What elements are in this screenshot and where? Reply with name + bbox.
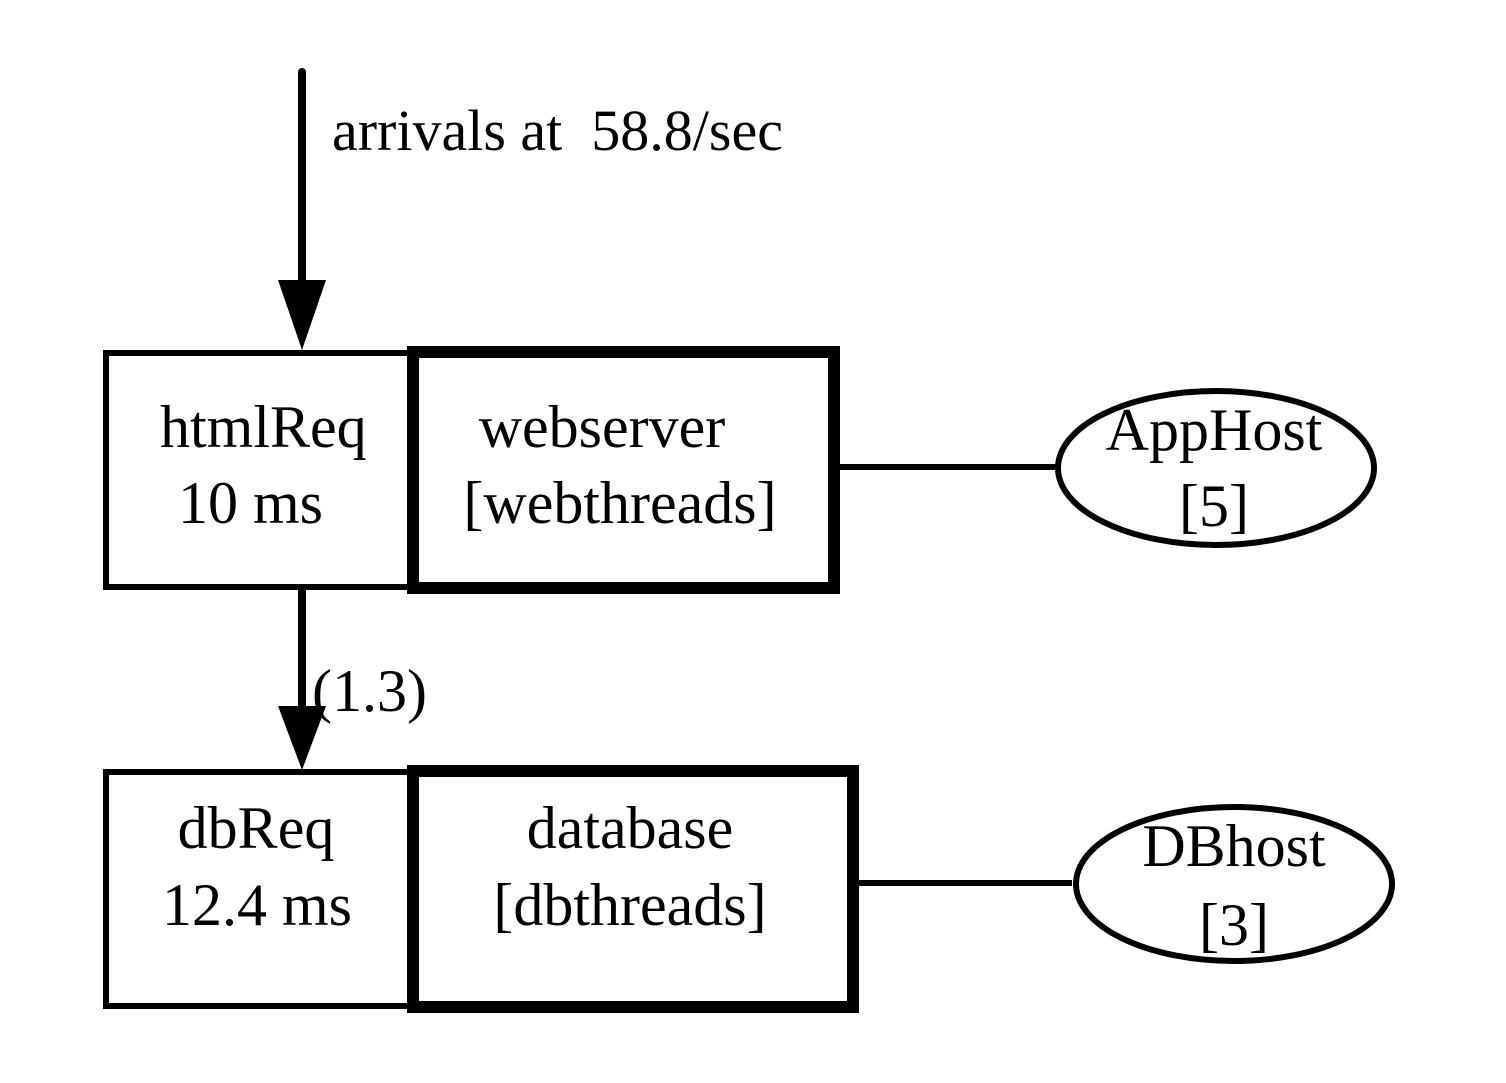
task-threads: [dbthreads] (493, 872, 766, 938)
processor-ellipse-AppHost (1055, 388, 1377, 548)
call-arrow (278, 590, 326, 770)
arrival-arrow (278, 68, 326, 350)
entry-name: htmlReq (160, 394, 367, 460)
entry-service-time: 10 ms (178, 470, 323, 536)
task-threads: [webthreads] (463, 470, 776, 536)
task-box-webserver (407, 346, 840, 594)
task-row-database: dbReq 12.4 ms database [dbthreads] DBhos… (103, 765, 1395, 1013)
call-count-label: (1.3) (312, 658, 427, 724)
arrival-label: arrivals at 58.8/sec (332, 98, 783, 163)
task-box-database (407, 765, 859, 1013)
processor-name: DBhost (1142, 813, 1326, 879)
processor-multiplicity: [3] (1199, 892, 1269, 958)
task-row-webserver: htmlReq 10 ms webserver [webthreads] App… (103, 346, 1377, 594)
processor-ellipse-DBhost (1073, 804, 1395, 964)
task-name: webserver (479, 394, 726, 460)
processor-name: AppHost (1106, 397, 1323, 463)
processor-multiplicity: [5] (1179, 473, 1249, 539)
task-name: database (527, 795, 734, 861)
entry-name: dbReq (178, 795, 335, 861)
entry-service-time: 12.4 ms (162, 872, 352, 938)
